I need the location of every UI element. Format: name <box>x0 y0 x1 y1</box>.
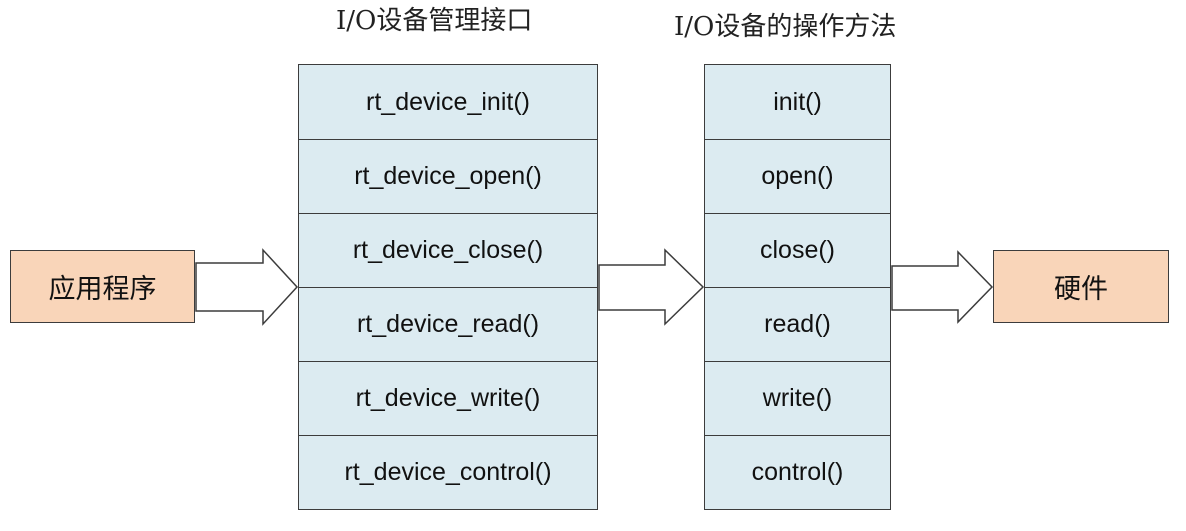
interface-function-read: rt_device_read() <box>299 287 597 361</box>
application-box: 应用程序 <box>10 250 195 323</box>
operation-method-close: close() <box>705 213 890 287</box>
interface-function-open: rt_device_open() <box>299 139 597 213</box>
operation-method-init: init() <box>773 87 822 116</box>
operation-method-open: open() <box>705 139 890 213</box>
operation-method-read: read() <box>705 287 890 361</box>
arrow-methods-to-hardware-icon <box>891 250 994 324</box>
operation-method-stack: init() open() close() read() write() con… <box>704 64 891 510</box>
arrow-app-to-interface-icon <box>195 248 299 326</box>
interface-function-init: rt_device_init() <box>366 87 530 116</box>
interface-function-close: rt_device_close() <box>299 213 597 287</box>
interface-function-stack: rt_device_init() rt_device_open() rt_dev… <box>298 64 598 510</box>
arrow-interface-to-methods-icon <box>598 248 705 326</box>
methods-column-title: I/O设备的操作方法 <box>674 12 897 42</box>
operation-method-write: write() <box>705 361 890 435</box>
hardware-box: 硬件 <box>993 250 1169 323</box>
interface-column-title: I/O设备管理接口 <box>336 6 533 36</box>
operation-method-control: control() <box>705 435 890 508</box>
interface-function-control: rt_device_control() <box>299 435 597 508</box>
interface-function-write: rt_device_write() <box>299 361 597 435</box>
